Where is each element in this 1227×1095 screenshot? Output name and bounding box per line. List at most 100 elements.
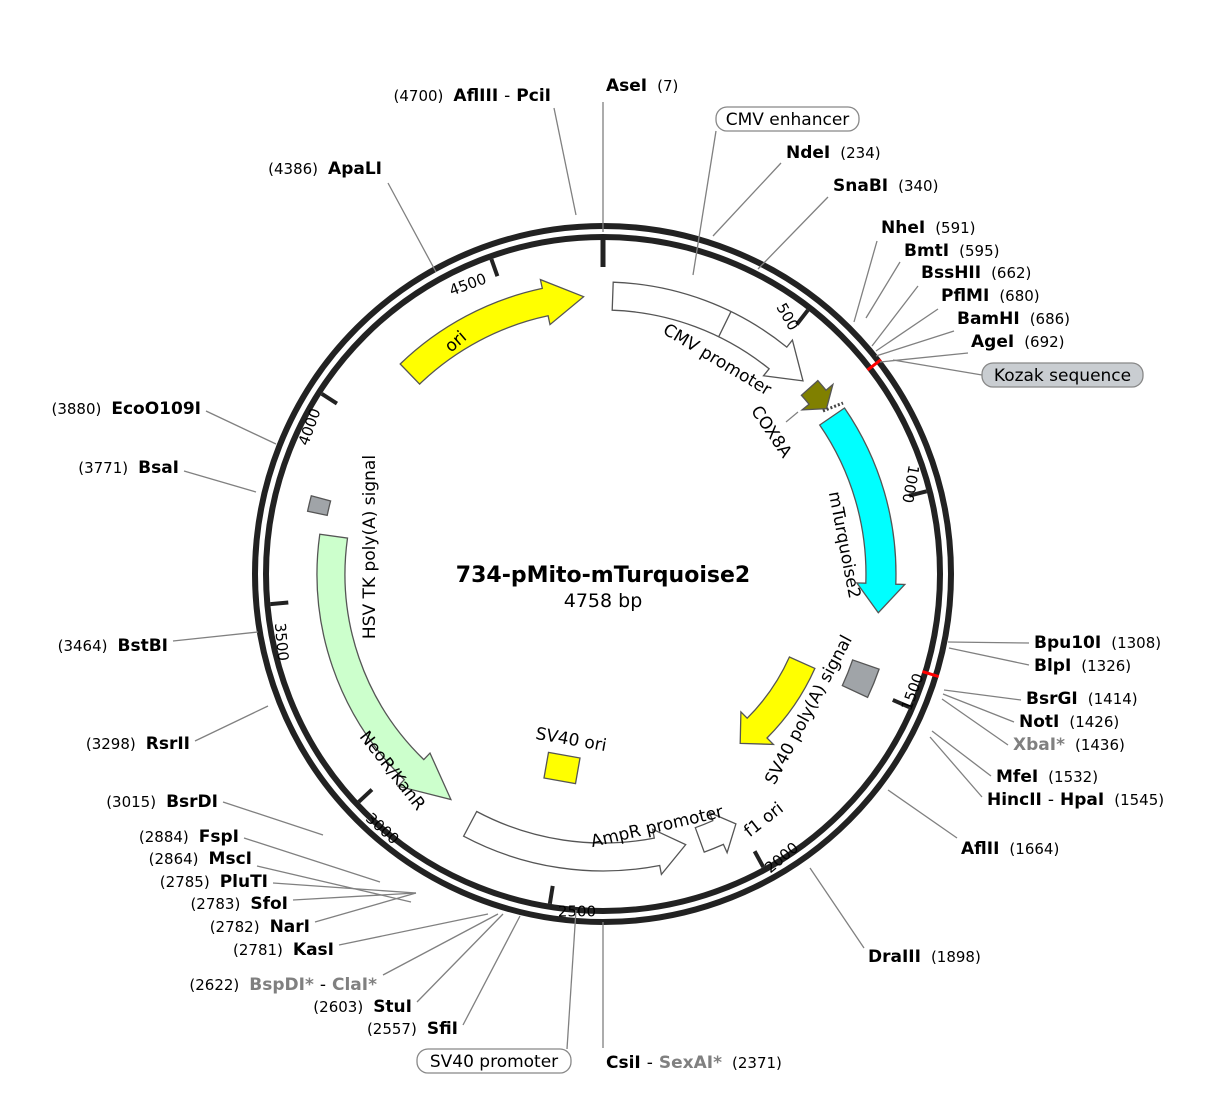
feature-mturquoise2-arrow xyxy=(818,407,907,614)
site-label-stui: (2603)StuI xyxy=(313,997,412,1017)
site-label-sfoi: (2783)SfoI xyxy=(190,894,288,914)
site-label-agei: AgeI(692) xyxy=(971,332,1065,352)
leader-hincii-hpai xyxy=(929,736,983,798)
feature-sv40-ori-label: SV40 ori xyxy=(534,724,608,756)
leader-nari xyxy=(314,892,417,923)
site-label-bsai: (3771)BsaI xyxy=(78,458,179,478)
leader-bpu10i xyxy=(947,641,1030,644)
tick-label: 500 xyxy=(772,300,802,334)
site-label-rsrii: (3298)RsrII xyxy=(86,734,190,754)
callout-label: Kozak sequence xyxy=(994,366,1131,386)
tick-label: 4000 xyxy=(295,406,325,448)
backbone-marks xyxy=(866,358,940,678)
feature-neor-kanr-arrow xyxy=(316,533,453,801)
feature-cox8a-label: COX8A xyxy=(746,402,795,462)
site-label-mfei: MfeI(1532) xyxy=(996,767,1098,787)
feature-sv40-poly-a-signal-block xyxy=(841,659,880,699)
leader-bmti xyxy=(865,261,901,319)
leader-xbai xyxy=(941,698,1009,746)
site-label-bsshii: BssHII(662) xyxy=(921,263,1031,283)
leader-afliii-pcii xyxy=(553,107,577,216)
leader-sfoi xyxy=(292,892,417,901)
site-label-snabi: SnaBI(340) xyxy=(833,176,938,196)
site-label-afliii-pcii: (4700)AflIII-PciI xyxy=(394,86,551,106)
leader-agei xyxy=(879,352,969,363)
feature-ori-arrow xyxy=(399,278,585,386)
site-leaders xyxy=(172,102,1030,1048)
tick-mark xyxy=(547,885,555,905)
site-label-apali: (4386)ApaLI xyxy=(268,159,382,179)
leader-rsrii xyxy=(194,705,269,742)
tick-mark xyxy=(892,698,911,709)
callout-box xyxy=(981,362,1144,388)
site-label-noti: NotI(1426) xyxy=(1019,712,1119,732)
leader-apali xyxy=(387,182,437,273)
tick-mark xyxy=(489,258,500,277)
feature-hsv-tk-poly-a-signal-block xyxy=(306,495,332,517)
site-label-ndei: NdeI(234) xyxy=(786,143,881,163)
site-label-nari: (2782)NarI xyxy=(210,917,310,937)
site-label-kasi: (2781)KasI xyxy=(233,940,334,960)
leader-snabi xyxy=(757,196,829,270)
tick-mark xyxy=(908,489,928,498)
site-label-fspi: (2884)FspI xyxy=(139,827,239,847)
leader-ndei xyxy=(712,162,782,237)
tick-label: 3500 xyxy=(271,622,292,662)
leader-blpi xyxy=(948,647,1030,666)
plasmid-length: 4758 bp xyxy=(564,590,643,612)
tick-mark xyxy=(270,600,289,607)
leader-bsrgi xyxy=(943,689,1022,701)
leader-bsrdi xyxy=(222,801,324,836)
callout-box xyxy=(715,106,860,132)
tick-mark xyxy=(320,392,339,406)
site-mark xyxy=(866,358,882,372)
callout-label: CMV enhancer xyxy=(726,110,850,130)
leader-bsai xyxy=(183,470,257,493)
site-label-nhei: NheI(591) xyxy=(881,218,976,238)
cmv-enhancer-callout: CMV enhancer xyxy=(692,106,860,276)
kozak-sequence-callout: Kozak sequence xyxy=(892,359,1144,388)
leader-aflii xyxy=(887,789,958,839)
leader-kasi xyxy=(338,913,489,946)
site-label-bspdi-clai: (2622)BspDI*-ClaI* xyxy=(189,975,377,995)
feature-hsv-tk-poly-a-signal-label: HSV TK poly(A) signal xyxy=(360,455,380,639)
feature-ampr-promoter-arrow xyxy=(462,810,687,876)
site-label-draiii: DraIII(1898) xyxy=(868,947,981,967)
leader-noti xyxy=(942,693,1015,723)
leader-msci xyxy=(256,865,412,903)
plasmid-name: 734-pMito-mTurquoise2 xyxy=(456,563,750,588)
site-label-pluti: (2785)PluTI xyxy=(160,872,268,892)
feature-ampr-promoter-arrow xyxy=(694,811,737,855)
leader-bsshii xyxy=(871,285,919,347)
leader-fspi xyxy=(243,837,381,883)
callout-label: SV40 promoter xyxy=(430,1052,558,1072)
callout-leader xyxy=(892,359,983,376)
site-label-aflii: AflII(1664) xyxy=(961,839,1059,859)
site-label-bsrdi: (3015)BsrDI xyxy=(106,792,218,812)
leader-bstbi xyxy=(172,631,259,642)
feature-sv40-ori-block xyxy=(543,751,581,785)
site-label-bpu10i: Bpu10I(1308) xyxy=(1034,633,1161,653)
site-mark xyxy=(921,670,940,678)
leader-sfii xyxy=(462,915,521,1026)
site-label-msci: (2864)MscI xyxy=(149,849,252,869)
site-label-blpi: BlpI(1326) xyxy=(1034,656,1131,676)
feature-f1-ori-label: f1 ori xyxy=(740,798,787,841)
leader-bspdi-clai xyxy=(382,913,499,976)
sv40-promoter-callout: SV40 promoter xyxy=(416,909,577,1074)
site-label-bamhi: BamHI(686) xyxy=(957,309,1070,329)
feature-cmv-promoter-arrow xyxy=(611,281,804,382)
tick-mark xyxy=(357,788,374,804)
leader-bamhi xyxy=(875,330,955,357)
mturquoise2-marker xyxy=(822,401,844,413)
site-label-bmti: BmtI(595) xyxy=(904,241,999,261)
callout-leader xyxy=(566,909,577,1050)
tick-label: 2500 xyxy=(558,903,596,921)
leader-pluti xyxy=(272,882,417,894)
site-label-asei: AseI(7) xyxy=(606,76,678,96)
site-label-ecoo109i: (3880)EcoO109I xyxy=(51,399,201,419)
callout-leader xyxy=(692,130,717,276)
site-label-sfii: (2557)SfiI xyxy=(367,1019,458,1039)
